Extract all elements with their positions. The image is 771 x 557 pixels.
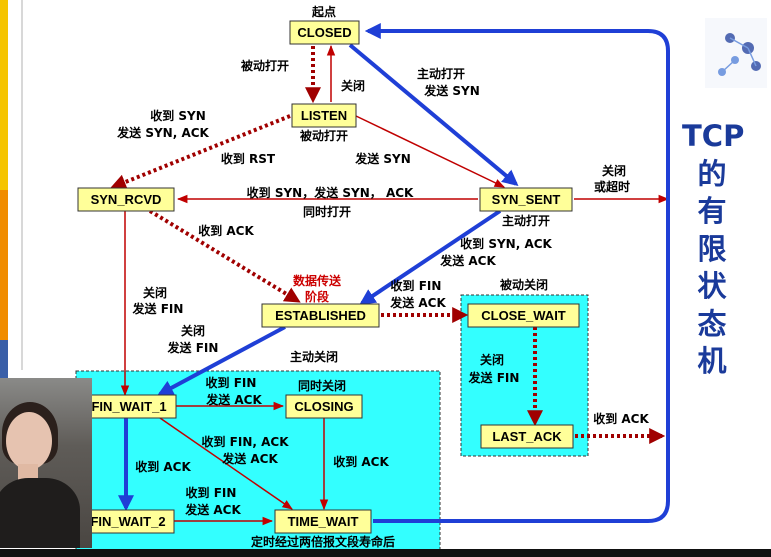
arrow-synrcvd-to-established	[148, 209, 301, 303]
arrow-listen-to-synsent	[355, 115, 505, 188]
state-last-ack-label: LAST_ACK	[492, 429, 562, 444]
state-closed-label: CLOSED	[297, 25, 351, 40]
label-close-or-timeout-2: 或超时	[594, 179, 630, 194]
label-recv-ack-rcvd: 收到 ACK	[198, 223, 254, 238]
state-listen: LISTEN	[291, 103, 357, 128]
label-send-fin-cw: 发送 FIN	[468, 370, 520, 385]
side-title-char: 状	[697, 269, 727, 303]
side-title-char: 的	[697, 156, 727, 191]
presenter-body	[0, 478, 80, 548]
label-send-syn-mid: 发送 SYN	[354, 151, 411, 166]
logo-decoration	[705, 18, 767, 88]
arrow-listen-to-synrcvd	[110, 114, 291, 190]
label-recv-ack-fw1: 收到 ACK	[135, 459, 191, 474]
label-recv-syn-ack: 收到 SYN, ACK	[460, 236, 552, 251]
label-recv-syn: 收到 SYN	[150, 108, 206, 123]
state-fin-wait-1-label: FIN_WAIT_1	[91, 399, 166, 414]
state-fin-wait-2: FIN_WAIT_2	[81, 509, 175, 534]
label-recv-fin-ack: 收到 FIN, ACK	[201, 434, 289, 449]
label-close-or-timeout-1: 关闭	[602, 163, 626, 178]
label-start: 起点	[311, 4, 336, 19]
arrow-closed-to-synsent	[348, 43, 519, 187]
label-recv-fin-fw1: 收到 FIN	[206, 375, 257, 390]
label-recv-fin-est: 收到 FIN	[391, 278, 442, 293]
label-active-open-mid: 主动打开	[502, 213, 550, 228]
left-stripe-bottom	[0, 340, 8, 380]
label-send-ack-fw2: 发送 ACK	[184, 502, 241, 517]
label-send-fin-rcvd: 发送 FIN	[132, 301, 184, 316]
presenter-face	[6, 412, 52, 470]
label-active-close: 主动关闭	[290, 349, 338, 364]
state-close-wait-label: CLOSE_WAIT	[481, 308, 566, 323]
arrow-synsent-to-established	[359, 209, 502, 305]
label-simultaneous-close: 同时关闭	[298, 378, 346, 393]
side-title: TCP 的 有 限 状 态 机	[682, 118, 745, 381]
presenter-webcam	[0, 378, 92, 548]
side-title-char: TCP	[682, 119, 745, 153]
state-listen-label: LISTEN	[301, 108, 347, 123]
label-active-open: 主动打开	[417, 66, 465, 81]
arrow-established-to-finwait1	[157, 325, 286, 396]
bottom-bar	[0, 549, 771, 557]
label-recv-rst: 收到 RST	[221, 151, 276, 166]
state-close-wait: CLOSE_WAIT	[467, 303, 580, 328]
label-send-syn-ack: 发送 SYN, ACK	[116, 125, 209, 140]
label-send-fin-est: 发送 FIN	[167, 340, 219, 355]
label-data-transfer-1: 数据传送	[293, 273, 342, 288]
side-title-char: 机	[697, 344, 727, 378]
state-fin-wait-2-label: FIN_WAIT_2	[90, 514, 165, 529]
label-send-ack-fw1: 发送 ACK	[205, 392, 262, 407]
label-recv-fin-fw2: 收到 FIN	[186, 485, 237, 500]
arrow-finwait1-to-timewait	[159, 417, 293, 510]
label-close-listen: 关闭	[341, 78, 365, 93]
label-passive-close: 被动关闭	[500, 277, 548, 292]
state-syn-sent-label: SYN_SENT	[492, 192, 561, 207]
label-simultaneous-open: 同时打开	[303, 204, 351, 219]
label-passive-open-mid: 被动打开	[300, 128, 348, 143]
state-time-wait-label: TIME_WAIT	[288, 514, 359, 529]
state-last-ack: LAST_ACK	[480, 424, 574, 449]
state-time-wait: TIME_WAIT	[274, 509, 372, 534]
left-stripe-mid	[0, 190, 8, 340]
label-recv-ack-last: 收到 ACK	[593, 411, 649, 426]
label-close-est: 关闭	[181, 323, 205, 338]
label-close-cw: 关闭	[480, 352, 504, 367]
label-data-transfer-2: 阶段	[305, 289, 330, 304]
label-recv-ack-closing: 收到 ACK	[333, 454, 389, 469]
state-established-label: ESTABLISHED	[275, 308, 366, 323]
label-send-ack-sent: 发送 ACK	[439, 253, 496, 268]
state-syn-rcvd-label: SYN_RCVD	[91, 192, 162, 207]
state-closed: CLOSED	[289, 20, 360, 45]
side-title-char: 限	[697, 231, 727, 266]
state-syn-sent: SYN_SENT	[479, 187, 573, 212]
state-established: ESTABLISHED	[261, 303, 380, 328]
left-stripe-top	[0, 0, 8, 190]
side-title-char: 态	[697, 306, 727, 341]
label-passive-open-top: 被动打开	[241, 58, 289, 73]
arrow-timewait-to-closed	[364, 23, 670, 523]
state-closing: CLOSING	[285, 394, 363, 419]
side-title-char: 有	[697, 194, 727, 228]
label-send-syn-top: 发送 SYN	[423, 83, 480, 98]
label-send-ack-diag: 发送 ACK	[221, 451, 278, 466]
state-syn-rcvd: SYN_RCVD	[77, 187, 175, 212]
label-send-ack-est: 发送 ACK	[389, 295, 446, 310]
label-simultaneous-line: 收到 SYN，发送 SYN， ACK	[247, 185, 414, 200]
state-fin-wait-1: FIN_WAIT_1	[81, 394, 177, 419]
label-close-rcvd: 关闭	[143, 285, 167, 300]
label-timer-note: 定时经过两倍报文段寿命后	[251, 534, 395, 549]
state-closing-label: CLOSING	[294, 399, 353, 414]
